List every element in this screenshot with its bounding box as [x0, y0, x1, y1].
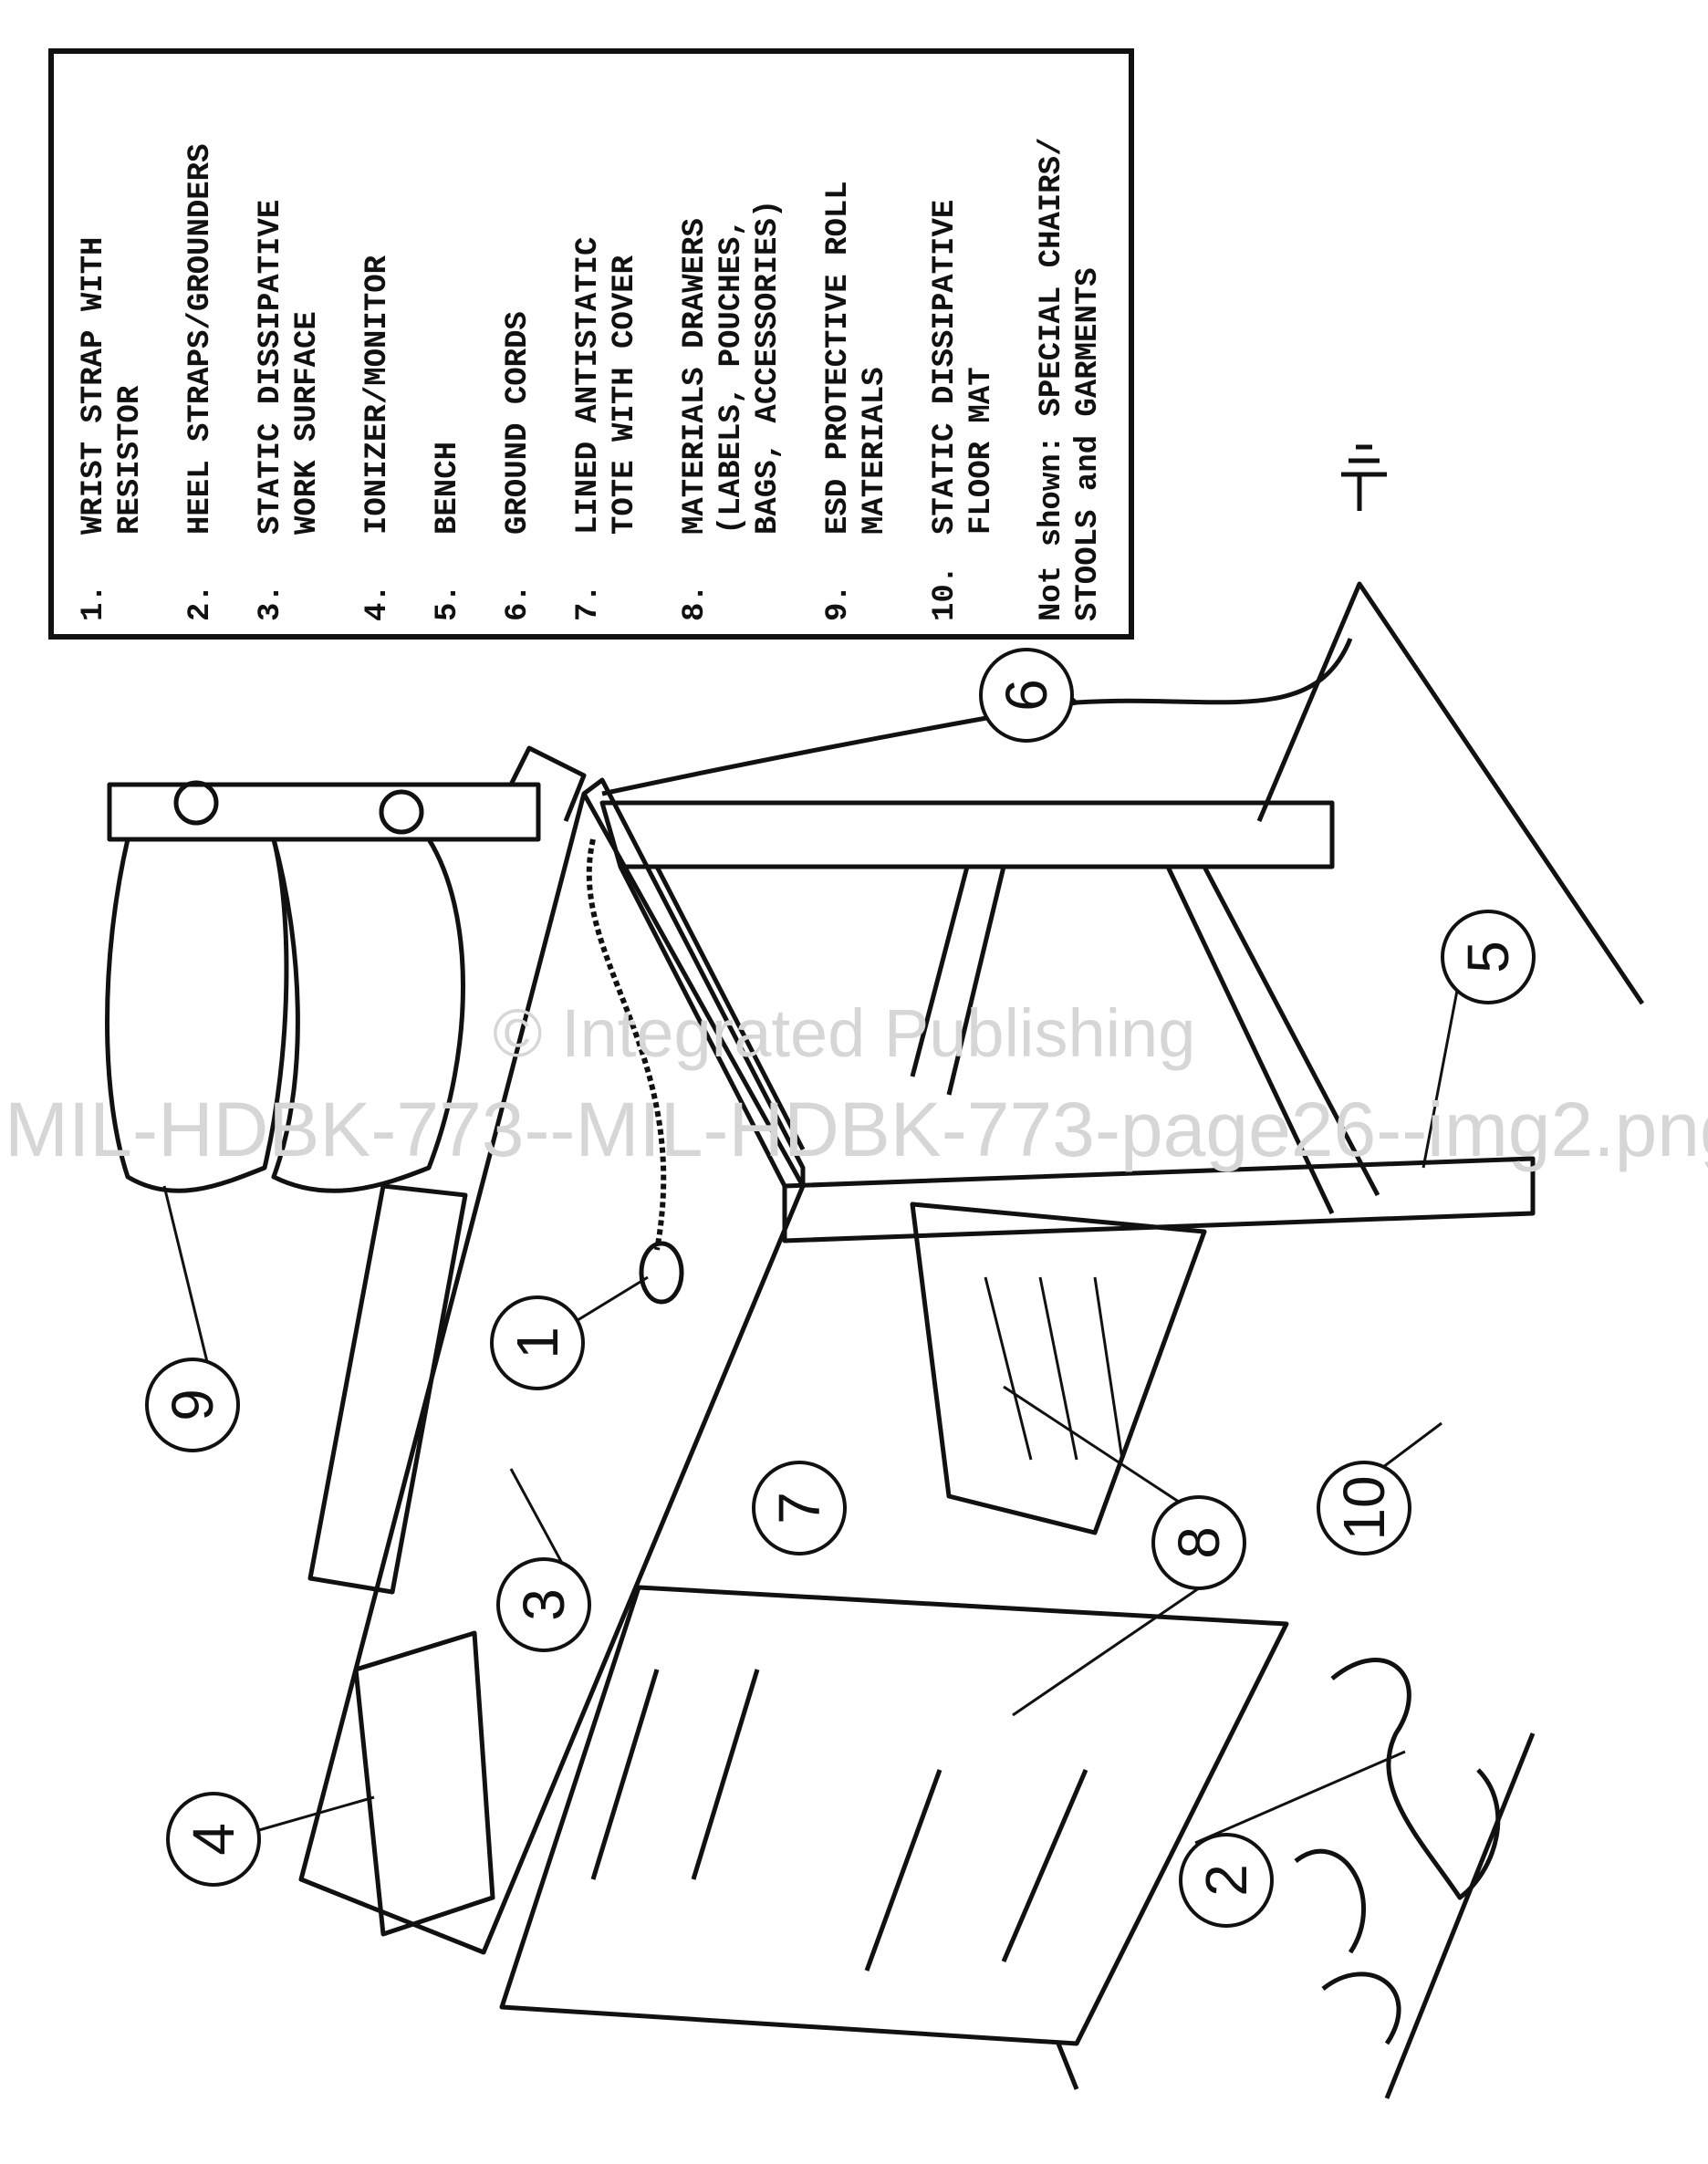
legend-item: 3. STATIC DISSIPATIVE WORK SURFACE: [253, 67, 326, 621]
callout-2: 2: [1179, 1833, 1274, 1928]
bench-top-edge: [582, 777, 806, 1186]
callout-9: 9: [145, 1358, 240, 1452]
callout-10: 10: [1317, 1461, 1411, 1555]
bench-brace: [910, 866, 1006, 1096]
legend-text: HEEL STRAPS/GROUNDERS: [183, 143, 218, 535]
legend-list: 1. WRIST STRAP WITH RESISTOR 2. HEEL STRAP…: [67, 61, 1116, 627]
ground-symbol-icon: [1341, 444, 1387, 511]
drawer-cabinet: [499, 1585, 1289, 2046]
legend-number: 10.: [928, 565, 963, 621]
roll-knob: [379, 789, 424, 835]
legend-text: STATIC DISSIPATIVE FLOOR MAT: [928, 199, 999, 535]
tote: [910, 1202, 1207, 1535]
legend-text: LINED ANTISTATIC TOTE WITH COVER: [571, 236, 642, 535]
shelf-rail: [508, 745, 587, 822]
legend-number: 4.: [360, 584, 395, 621]
legend-item: 8. MATERIALS DRAWERS (LABELS, POUCHES, BA…: [677, 67, 786, 621]
callout-3: 3: [496, 1557, 591, 1652]
callout-circle: [1151, 1495, 1246, 1590]
legend-number: 1.: [77, 584, 111, 621]
callout-number: 4: [181, 1823, 246, 1856]
drawer-handles: [590, 1669, 1088, 1972]
callout-8: 8: [1151, 1495, 1246, 1590]
back-rail: [307, 1183, 468, 1595]
callout-number: 1: [505, 1326, 570, 1359]
callout-number: 5: [1455, 941, 1521, 973]
callout-number: 10: [1331, 1475, 1397, 1540]
watermark-copyright: © Integrated Publishing: [493, 995, 1196, 1071]
legend-item: 5. BENCH: [430, 67, 466, 621]
callout-4: 4: [166, 1792, 261, 1887]
callout-circle: [496, 1557, 591, 1652]
ionizer: [353, 1630, 495, 1937]
callout-number: 9: [160, 1389, 225, 1421]
callout-circle: [1441, 910, 1536, 1004]
ground-cord: [601, 638, 1353, 796]
callout-5: 5: [1441, 910, 1536, 1004]
callout-number: 6: [994, 679, 1059, 712]
wrist-strap: [639, 1241, 684, 1305]
callout-circle: [145, 1358, 240, 1452]
callouts: 1 2 3 4 5 6 7 8 9 10: [145, 648, 1536, 1928]
roll-holder-frame: [107, 782, 541, 842]
legend-item: 1. WRIST STRAP WITH RESISTOR: [76, 67, 149, 621]
callout-7: 7: [752, 1461, 847, 1555]
legend-item: 2. HEEL STRAPS/GROUNDERS: [182, 67, 219, 621]
legend-text: MATERIALS DRAWERS (LABELS, POUCHES, BAGS…: [678, 199, 786, 535]
callout-number: 3: [511, 1588, 577, 1621]
legend-number: 8.: [678, 584, 713, 621]
legend-number: 9.: [821, 584, 856, 621]
legend-text: ESD PROTECTIVE ROLL MATERIALS: [821, 181, 892, 535]
legend-item: 9. ESD PROTECTIVE ROLL MATERIALS: [820, 67, 893, 621]
legend-text: GROUND CORDS: [501, 311, 536, 535]
wrist-strap-cord: [586, 838, 667, 1251]
tote-lines: [984, 1276, 1124, 1461]
legend-item: 4. IONIZER/MONITOR: [359, 67, 396, 621]
legend-text: BENCH: [431, 441, 465, 535]
bench-leg-right: [782, 1156, 1536, 1243]
callout-circle: [752, 1461, 847, 1555]
legend-number: 7.: [571, 584, 606, 621]
roll-materials-2: [271, 838, 465, 1193]
bench-leg-front: [599, 800, 1335, 869]
callout-6: 6: [979, 648, 1074, 743]
callout-circle: [490, 1295, 585, 1390]
callout-circle: [1317, 1461, 1411, 1555]
legend-number: 2.: [183, 584, 218, 621]
callout-circle: [1179, 1833, 1274, 1928]
bench-crossbar: [618, 865, 1380, 1215]
roll-knob: [173, 780, 219, 826]
heel-straps: [1294, 1658, 1501, 2045]
roll-materials-1: [105, 838, 289, 1193]
legend-text: WRIST STRAP WITH RESISTOR: [77, 236, 148, 535]
legend-text: STATIC DISSIPATIVE WORK SURFACE: [254, 199, 325, 535]
watermark-filename: MIL-HDBK-773--MIL-HDBK-773-page26--img2.…: [5, 1087, 1708, 1172]
legend-item: 10. STATIC DISSIPATIVE FLOOR MAT: [927, 67, 1000, 621]
callout-number: 2: [1193, 1864, 1259, 1897]
legend-text: IONIZER/MONITOR: [360, 255, 395, 535]
legend-number: 5.: [431, 584, 465, 621]
legend-number: 6.: [501, 584, 536, 621]
legend-item: 7. LINED ANTISTATIC TOTE WITH COVER: [570, 67, 643, 621]
callout-number: 7: [766, 1492, 832, 1524]
callout-1: 1: [490, 1295, 585, 1390]
callout-circle: [979, 648, 1074, 743]
legend-box: 1. WRIST STRAP WITH RESISTOR 2. HEEL STRAP…: [48, 48, 1134, 640]
legend-note: Not shown: SPECIAL CHAIRS/ STOOLS and GA…: [1035, 137, 1106, 622]
callout-circle: [166, 1792, 261, 1887]
callout-number: 8: [1166, 1526, 1232, 1559]
floor-mat-edge: [1056, 1732, 1536, 2099]
legend-number: 3.: [254, 584, 288, 621]
legend-item: 6. GROUND CORDS: [500, 67, 536, 621]
ground-line: [1256, 581, 1645, 1005]
